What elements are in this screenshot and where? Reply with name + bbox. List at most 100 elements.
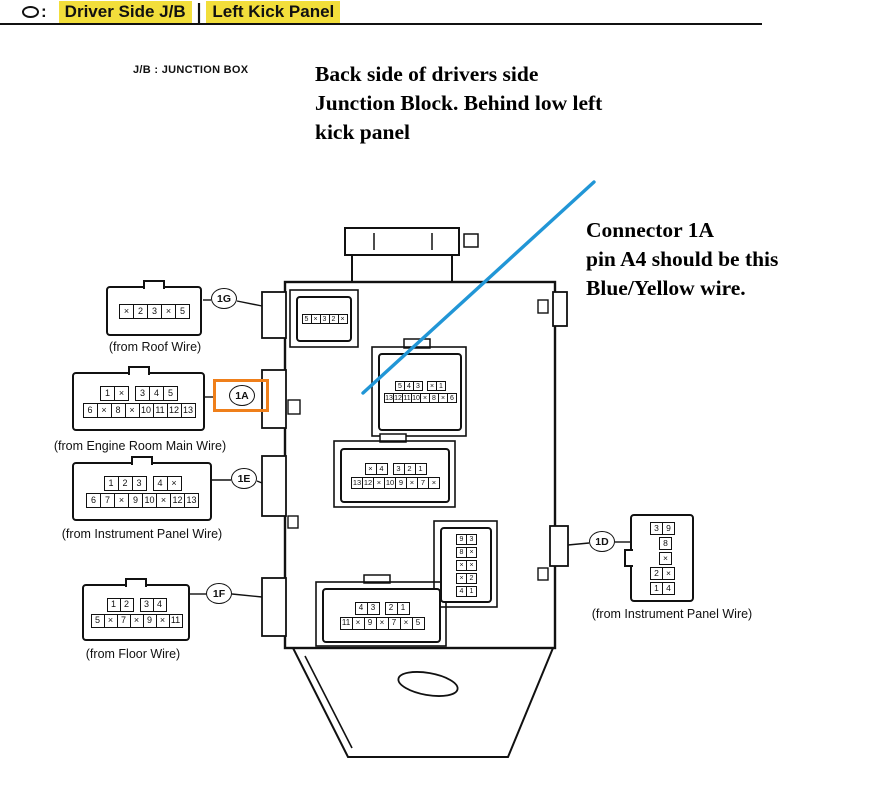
pin-cell: × [466,559,477,571]
pin-cell: 9 [142,613,157,628]
pin-cell: 1 [103,475,119,491]
pin-cell: 5 [90,613,105,628]
pin-cell: 9 [662,521,675,535]
pin-cell: 1 [396,601,410,615]
wire-note-line: Blue/Yellow wire. [586,276,746,301]
receptacle-1g [261,291,287,339]
pin-cell: 9 [128,492,143,508]
pin-cell: 5 [411,616,425,630]
oval-bullet-icon [22,6,39,18]
pin-cell: 8 [110,402,126,418]
pin-cell: 12 [166,402,182,418]
pin-cell: 13 [184,492,199,508]
pin-cell: 4 [152,475,168,491]
pin-cell: 6 [447,393,457,403]
pin-cell: 3 [147,303,162,319]
orange-highlight-box [213,379,269,412]
pin-cell: × [114,385,129,401]
receptacle-1f [261,577,287,637]
connector-tab [131,456,153,465]
wire-note-line: pin A4 should be this [586,247,779,272]
header-colon: : [41,2,47,21]
connector-tag-1F: 1F [206,583,232,604]
pin-cell: × [466,546,477,558]
pin-cell: × [129,613,144,628]
pin-cell: 11 [152,402,168,418]
pin-cell: × [103,613,118,628]
frame-int-1d [433,520,498,608]
location-note: Back side of drivers side Junction Block… [315,60,602,148]
pin-cell: 2 [119,597,134,612]
header: : Driver Side J/B | Left Kick Panel [22,0,341,24]
pin-cell: 2 [117,475,133,491]
pin-cell: 5 [175,303,190,319]
header-title-primary: Driver Side J/B [58,1,192,23]
pin-cell: 3 [135,385,150,401]
connector-caption-ext-1A: (from Engine Room Main Wire) [53,439,227,453]
pin-cell: × [399,616,413,630]
pin-cell: × [119,303,134,319]
pin-cell: 1 [436,381,446,391]
pin-cell: 3 [131,475,147,491]
connector-caption-ext-1F: (from Floor Wire) [85,647,181,661]
header-underline [0,23,762,25]
pin-cell: × [156,492,171,508]
pin-cell: 1 [100,385,115,401]
pin-cell: × [96,402,112,418]
pin-cell: 12 [170,492,185,508]
pin-cell: 1 [414,462,427,475]
connector-caption-ext-1D: (from Instrument Panel Wire) [591,607,753,621]
pin-cell: 3 [466,533,477,545]
receptacle-1d [549,525,569,567]
pin-cell: × [114,492,129,508]
oval-hole [397,671,459,697]
jb-key-label: J/B : JUNCTION BOX [133,64,249,76]
connector-tab [624,549,633,567]
pin-cell: 4 [152,597,167,612]
pin-cell: × [124,402,140,418]
pin-cell: 2 [650,566,663,580]
connector-caption-ext-1G: (from Roof Wire) [108,340,202,354]
pin-cell: × [337,314,348,324]
pin-cell: 8 [659,536,672,550]
frame-int-1f [315,581,447,647]
frame-int-1e [333,440,456,508]
pin-cell: 1 [106,597,121,612]
receptacle-1e [261,455,287,517]
pin-cell: × [662,566,675,580]
leader-lines [190,299,630,598]
pin-cell: × [659,551,672,565]
pin-cell: 6 [86,492,101,508]
pin-cell: × [155,613,170,628]
connector-tab [127,366,150,375]
connector-tag-1E: 1E [231,468,257,489]
location-note-line: kick panel [315,120,410,145]
connector-tag-1G: 1G [211,288,237,309]
header-title-secondary: Left Kick Panel [206,1,341,23]
pin-cell: 10 [138,402,154,418]
pin-cell: 2 [466,572,477,584]
pin-cell: 2 [133,303,148,319]
pin-cell: 7 [100,492,115,508]
connector-tab [143,280,165,289]
pin-cell: × [166,475,182,491]
header-divider: | [196,0,202,24]
pin-cell: 5 [163,385,178,401]
pin-cell: 7 [116,613,131,628]
connector-tab [125,578,147,587]
connector-tag-1D: 1D [589,531,615,552]
pin-cell: 11 [339,616,353,630]
location-note-line: Back side of drivers side [315,62,539,86]
pin-cell: 11 [168,613,183,628]
connector-caption-ext-1E: (from Instrument Panel Wire) [61,527,223,541]
location-note-line: Junction Block. Behind low left [315,91,603,116]
